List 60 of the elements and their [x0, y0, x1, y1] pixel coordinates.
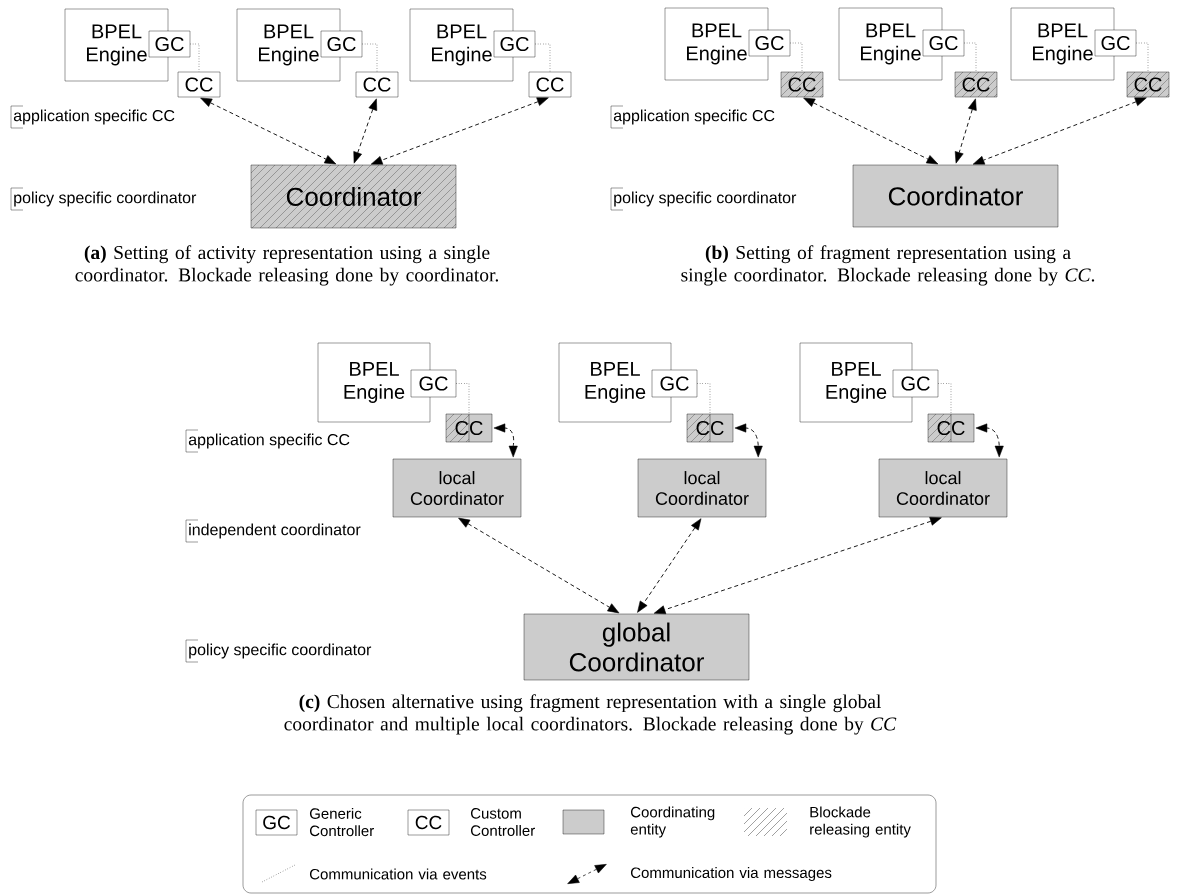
legend-text: Blockade releasing entity	[810, 806, 911, 838]
coordinator-box: Coordinator	[852, 164, 1059, 228]
arrow	[458, 517, 620, 614]
controller-box: GC	[651, 369, 698, 398]
arrow	[963, 42, 977, 73]
arrow	[954, 98, 977, 164]
tier-label: policy specific coordinator	[610, 187, 797, 211]
coordinator-box: local Coordinator	[878, 458, 1008, 518]
arrow	[637, 518, 702, 613]
controller-box: GC	[255, 809, 298, 836]
controller-box: CC	[445, 413, 493, 443]
arrow	[493, 423, 518, 458]
controller-box: GC	[1094, 29, 1137, 57]
controller-box: CC	[686, 413, 734, 443]
tier-label: policy specific coordinator	[10, 187, 197, 211]
arrow	[734, 423, 763, 458]
hatched-box: CC	[1126, 71, 1170, 98]
arrow	[1135, 42, 1149, 73]
controller-box: GC	[892, 369, 939, 398]
controller-box: GC	[148, 30, 191, 58]
controller-box: GC	[320, 30, 363, 58]
arrow	[653, 517, 942, 614]
controller-box: CC	[927, 413, 975, 443]
arrow	[937, 383, 952, 415]
arrow	[803, 97, 939, 165]
legend-text: Communication via events	[309, 868, 487, 880]
legend-text: Custom Controller	[470, 808, 535, 836]
hatched-box: CC	[780, 71, 824, 98]
arrow	[972, 97, 1147, 165]
arrow	[370, 97, 549, 165]
hatched-box: CC	[954, 71, 998, 98]
caption: (c) Chosen alternative using fragment representation with a single global coordinator and multiple local coordinators. Blockade releasing done by CC	[284, 694, 897, 735]
caption: (a) Setting of activity representation using a single coordinator. Blockade releasing done by coordinator.	[75, 245, 499, 286]
arrow	[200, 97, 337, 165]
controller-box: GC	[493, 30, 536, 58]
tier-label: independent coordinator	[185, 519, 361, 543]
coordinator-box: local Coordinator	[637, 458, 767, 518]
controller-box: GC	[922, 29, 965, 57]
arrow	[455, 383, 470, 415]
tier-label: application specific CC	[185, 429, 350, 453]
arrow	[696, 383, 711, 415]
hatched-box: Coordinator	[250, 164, 457, 229]
controller-box: GC	[748, 29, 791, 57]
arrow	[975, 423, 1004, 458]
tier-label: policy specific coordinator	[185, 639, 372, 663]
controller-box: CC	[407, 809, 450, 836]
controller-box: GC	[410, 369, 457, 398]
controller-box: CC	[528, 71, 572, 98]
arrow	[789, 42, 803, 73]
coordinator-box: local Coordinator	[392, 458, 522, 518]
legend-text: Coordinating entity	[630, 806, 715, 838]
tier-label: application specific CC	[610, 105, 775, 129]
controller-box: CC	[177, 71, 221, 98]
tier-label: application specific CC	[10, 105, 175, 129]
legend-text: Communication via messages	[631, 867, 832, 881]
controller-box: CC	[355, 71, 399, 98]
coordinator-box: global Coordinator	[523, 613, 750, 681]
legend-text: Generic Controller	[309, 807, 374, 837]
arrow	[353, 98, 378, 164]
caption: (b) Setting of fragment representation using a single coordinator. Blockade releasing done by CC.	[681, 245, 1095, 286]
